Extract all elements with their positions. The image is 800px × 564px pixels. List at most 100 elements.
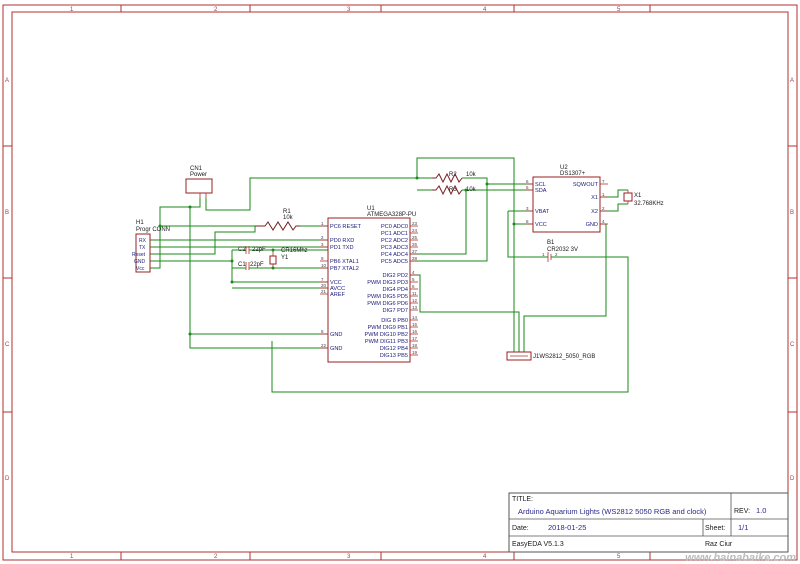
row-label-d: D xyxy=(5,476,10,482)
row-label-c-right: C xyxy=(790,342,795,348)
u2-ref: U2 xyxy=(560,165,568,171)
row-label-b-right: B xyxy=(790,210,794,216)
u2-pin-4-number: 4 xyxy=(602,219,605,224)
software-version: EasyEDA V5.1.3 xyxy=(512,541,564,548)
u1-pin-16-label: PWM DIG10 PB2 xyxy=(364,332,408,338)
rev-label: REV: xyxy=(734,508,750,515)
u2-pin-8-number: 8 xyxy=(526,219,529,224)
u1-pin-12-number: 12 xyxy=(412,298,418,303)
wire-scl xyxy=(462,177,533,185)
u1-pin-5-number: 5 xyxy=(412,277,415,282)
wire-battery-gnd xyxy=(271,256,629,393)
x1-value: 32.768KHz xyxy=(634,201,664,207)
crystal-x1: X1 32.768KHz xyxy=(623,190,664,207)
wire-reset-cap xyxy=(150,226,256,255)
u1-pin-7-number: 7 xyxy=(321,277,324,282)
x1-ref: X1 xyxy=(634,193,642,199)
c2-value: 22pF xyxy=(252,247,266,253)
b1-pin1: 1 xyxy=(542,252,545,257)
b1-pin2: 2 xyxy=(555,252,558,257)
u1-pin-13-number: 13 xyxy=(412,305,418,310)
u2-pin-6-number: 6 xyxy=(526,179,529,184)
u1-pin-21-number: 21 xyxy=(321,289,327,294)
col-label-4: 4 xyxy=(483,7,487,13)
header-pin-gnd: GND xyxy=(134,259,146,265)
u1-pin-5-label: PWM DIG3 PD3 xyxy=(367,280,408,286)
u1-pin-20-label: AVCC xyxy=(330,286,345,292)
u2-body xyxy=(532,176,601,233)
u1-pin-26-label: PC3 ADC3 xyxy=(381,245,408,251)
u2-pin-3-number: 3 xyxy=(526,206,529,211)
u2-pin-1-label: X1 xyxy=(591,195,598,201)
u1-pin-8-number: 8 xyxy=(321,329,324,334)
u1-name: ATMEGA328P-PU xyxy=(367,212,416,218)
u1-pin-11-label: PWM DIG5 PD5 xyxy=(367,294,408,300)
u1-pin-22-number: 22 xyxy=(321,343,327,348)
u1-pin-28-label: PC5 ADC5 xyxy=(381,259,408,265)
u2-pin-5-number: 5 xyxy=(526,185,529,190)
u1-pin-18-number: 18 xyxy=(412,343,418,348)
header-pin-reset: Reset xyxy=(132,252,146,258)
u1-pin-10-label: PB7 XTAL2 xyxy=(330,266,359,272)
power-name: Power xyxy=(190,172,207,178)
u2-pin-7-label: SQWOUT xyxy=(573,182,599,188)
header-ref: H1 xyxy=(136,220,144,226)
u1-pin-4-label: DIG2 PD2 xyxy=(383,273,409,279)
u1-pin-27-label: PC4 ADC4 xyxy=(381,252,408,258)
u1-pin-6-label: DIG4 PD4 xyxy=(383,287,409,293)
wire-gnd-22 xyxy=(189,207,328,349)
u1-pin-8-label: GND xyxy=(330,332,342,338)
col-label-2: 2 xyxy=(214,7,218,13)
outer-frame xyxy=(2,4,798,561)
r1-ref: R1 xyxy=(283,209,291,215)
col-label-3: 3 xyxy=(347,7,351,13)
rev-value: 1.0 xyxy=(756,506,766,515)
wire-x1 xyxy=(600,189,628,198)
resistor-r3: R3 10k xyxy=(432,184,477,196)
resistor-r2: R2 10k xyxy=(432,172,477,184)
u1-pin-13-label: DIG7 PD7 xyxy=(383,308,409,314)
led-j1: J1WS2812_5050_RGB xyxy=(506,351,595,361)
u1-pin-22-label: GND xyxy=(330,346,342,352)
r1-value: 10k xyxy=(283,215,294,221)
junctions xyxy=(158,176,516,336)
u1-pin-23-label: PC0 ADC0 xyxy=(381,224,408,230)
u1-pin-28-number: 28 xyxy=(412,256,418,261)
power-body xyxy=(185,178,213,194)
resistor-r1: R1 10k xyxy=(255,209,300,231)
u2-pin-7-number: 7 xyxy=(602,179,605,184)
u1-pin-14-number: 14 xyxy=(412,315,418,320)
u1-pin-2-label: PD0 RXD xyxy=(330,238,354,244)
row-markers: A B C D A B C D xyxy=(3,78,797,482)
u1-pin-11-number: 11 xyxy=(412,291,417,296)
drawn-by: Raz Ciur xyxy=(705,541,733,548)
header-pin-rx: RX xyxy=(139,238,147,244)
u2-pin-2-label: X2 xyxy=(591,209,598,215)
u1-pin-18-label: DIG12 PB4 xyxy=(380,346,408,352)
wire-vcc-aref xyxy=(232,287,329,294)
u1-pin-3-number: 3 xyxy=(321,242,324,247)
date-label: Date: xyxy=(512,525,529,532)
column-markers: 1 2 3 4 5 1 2 3 4 5 xyxy=(70,5,651,560)
col-label-1-bottom: 1 xyxy=(70,554,74,560)
u1-pin-24-label: PC1 ADC1 xyxy=(381,231,408,237)
u2-pin-4-label: GND xyxy=(586,222,598,228)
r2-value: 10k xyxy=(466,172,477,178)
wire-rtc-gnd-j1 xyxy=(523,223,607,352)
wire-x2 xyxy=(600,203,628,212)
u1-pin-23-number: 23 xyxy=(412,221,418,226)
u1-pin-9-number: 9 xyxy=(321,256,324,261)
u1-pin-25-label: PC2 ADC2 xyxy=(381,238,408,244)
row-label-c: C xyxy=(5,342,10,348)
wires xyxy=(150,157,629,393)
header-pin-tx: TX xyxy=(139,245,146,251)
crystal-y1: CR16Mhz Y1 xyxy=(269,248,308,268)
watermark: www.hainabaike.com xyxy=(685,552,796,564)
u1-pin-27-number: 27 xyxy=(412,249,418,254)
u1-pin-17-number: 17 xyxy=(412,336,418,341)
header-pin-vcc: Vcc xyxy=(136,266,145,272)
col-label-3-bottom: 3 xyxy=(347,554,351,560)
u1-pin-15-number: 15 xyxy=(412,322,418,327)
